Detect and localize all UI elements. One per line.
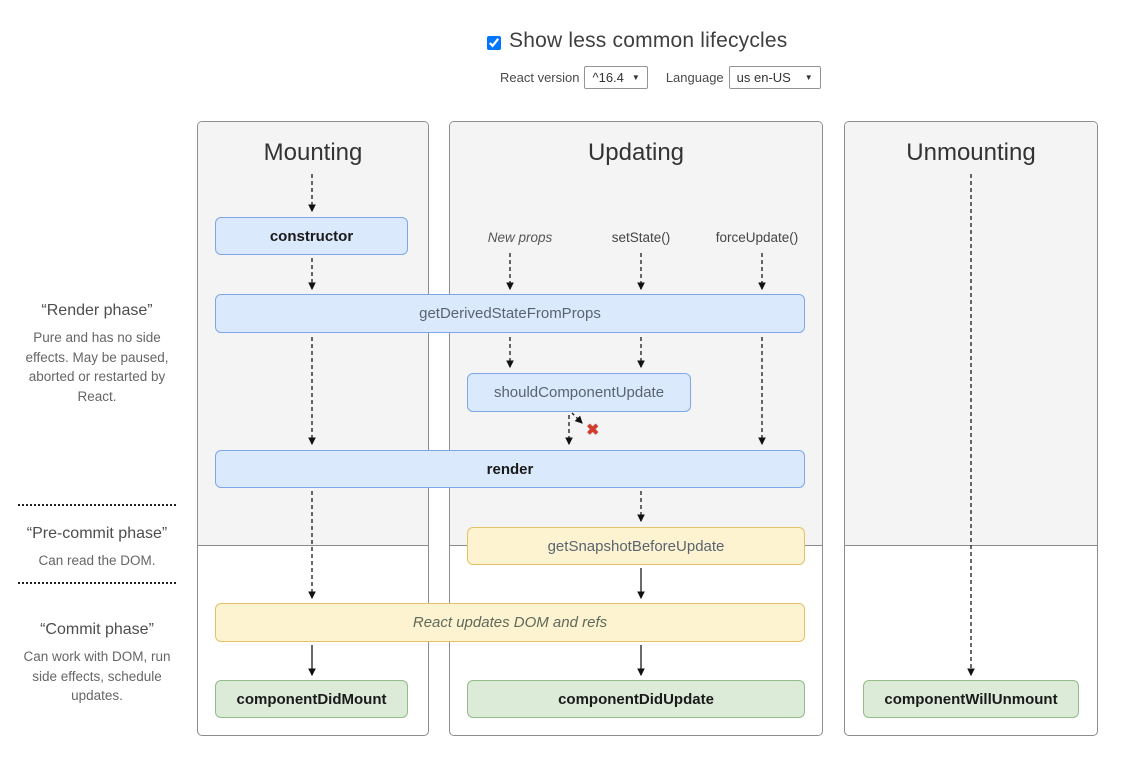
set-state-label[interactable]: setState() <box>611 230 671 245</box>
render-box[interactable]: render <box>215 450 805 488</box>
mounting-column-title: Mounting <box>263 139 363 166</box>
component-will-unmount-box[interactable]: componentWillUnmount <box>863 680 1079 718</box>
render-phase-description: Pure and has no side effects. May be pau… <box>25 330 169 404</box>
language-label: Language <box>665 70 724 85</box>
show-less-common-label[interactable]: Show less common lifecycles <box>509 29 788 52</box>
updating-column-title: Updating <box>587 139 685 166</box>
commit-phase-title: “Commit phase” <box>40 621 154 638</box>
updating-column: Updating <box>449 121 823 736</box>
get-derived-state-from-props-box[interactable]: getDerivedStateFromProps <box>215 294 805 333</box>
pre-commit-phase-description: Can read the DOM. <box>38 553 156 568</box>
component-did-update-box[interactable]: componentDidUpdate <box>467 680 805 718</box>
react-version-select[interactable]: ^16.4 ▼ <box>584 66 648 89</box>
component-did-mount-box[interactable]: componentDidMount <box>215 680 408 718</box>
show-less-common-toggle[interactable]: Show less common lifecycles <box>487 29 788 53</box>
new-props-label: New props <box>487 230 553 245</box>
phase-separator <box>18 504 176 506</box>
show-less-common-checkbox[interactable] <box>487 35 501 50</box>
chevron-down-icon: ▼ <box>631 73 640 82</box>
pre-commit-phase-title: “Pre-commit phase” <box>26 525 168 542</box>
diagram-controls: React version ^16.4 ▼ Language us en-US … <box>500 66 821 89</box>
render-skipped-x-icon: ✖ <box>586 422 600 439</box>
react-updates-dom-box: React updates DOM and refs <box>215 603 805 642</box>
phase-separator <box>18 582 176 584</box>
force-update-label[interactable]: forceUpdate() <box>715 230 799 245</box>
pre-commit-phase-block: “Pre-commit phase” Can read the DOM. <box>14 525 180 571</box>
unmounting-column-title: Unmounting <box>906 139 1036 166</box>
unmounting-column: Unmounting <box>844 121 1098 736</box>
mounting-column: Mounting <box>197 121 429 736</box>
language-select[interactable]: us en-US ▼ <box>728 66 821 89</box>
react-version-value: ^16.4 <box>592 70 624 85</box>
should-component-update-box[interactable]: shouldComponentUpdate <box>467 373 691 412</box>
chevron-down-icon: ▼ <box>804 73 813 82</box>
language-value: us en-US <box>736 70 791 85</box>
react-version-label: React version <box>500 70 580 85</box>
get-snapshot-before-update-box[interactable]: getSnapshotBeforeUpdate <box>467 527 805 565</box>
render-phase-background <box>845 122 1097 546</box>
commit-phase-description: Can work with DOM, run side effects, sch… <box>23 649 171 704</box>
constructor-box[interactable]: constructor <box>215 217 408 255</box>
render-phase-title: “Render phase” <box>41 302 153 319</box>
commit-phase-block: “Commit phase” Can work with DOM, run si… <box>22 621 172 706</box>
render-phase-block: “Render phase” Pure and has no side effe… <box>14 302 180 406</box>
